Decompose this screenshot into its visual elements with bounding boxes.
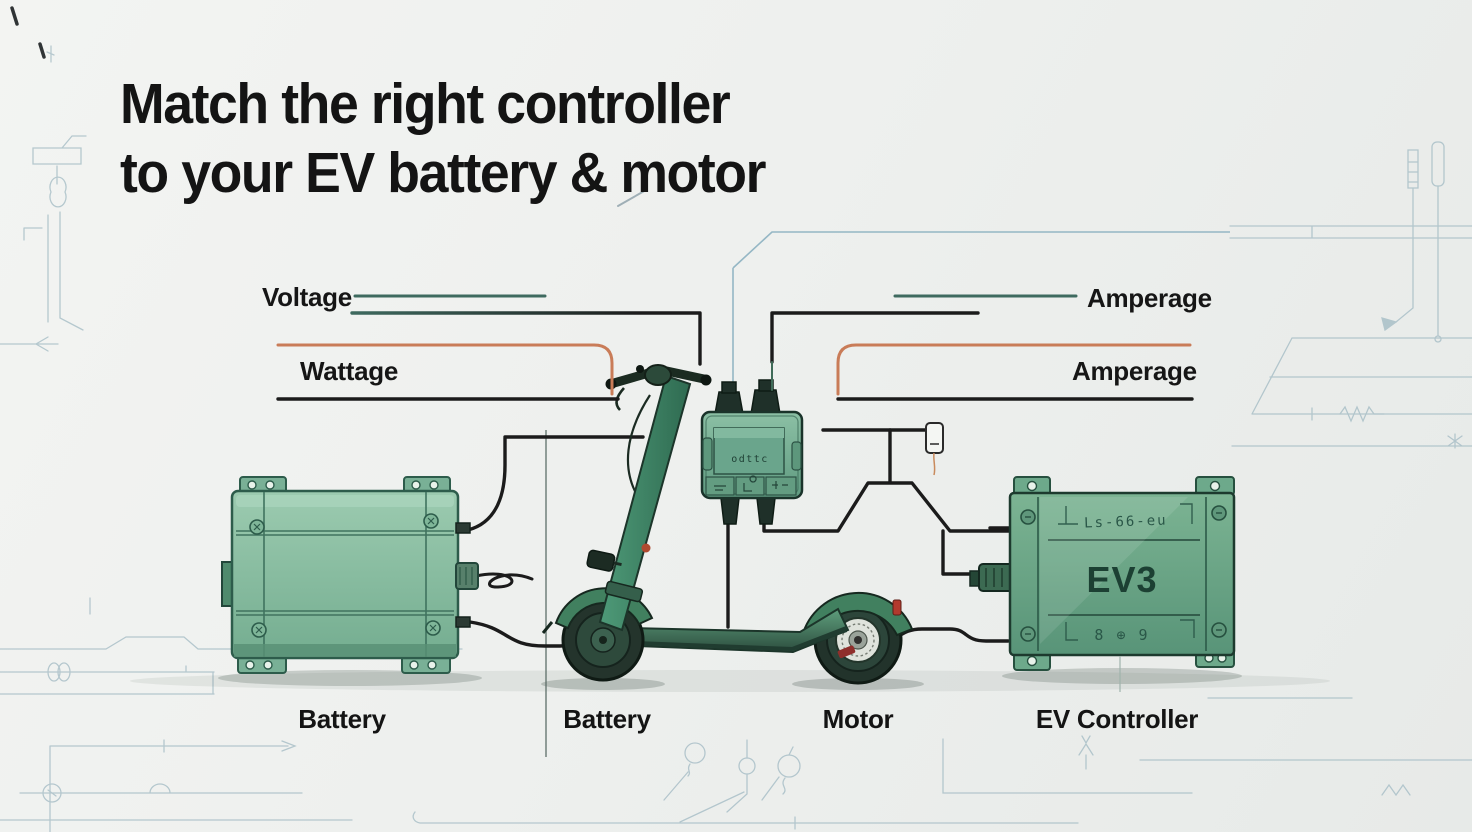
amperage-line-long bbox=[770, 311, 980, 364]
inline-plug bbox=[925, 422, 944, 476]
voltage-label: Voltage bbox=[262, 282, 352, 312]
page-title: Match the right controller to your EV ba… bbox=[120, 70, 766, 208]
battery-left-label: Battery bbox=[298, 704, 386, 734]
battery-scooter-label: Battery bbox=[563, 704, 651, 734]
ground-shadows bbox=[130, 668, 1330, 692]
evc-bottom-marking: 8 ⊕ 9 bbox=[1094, 626, 1149, 644]
wattage-box-orange bbox=[276, 343, 614, 396]
evc-model-text: EV3 bbox=[1086, 559, 1157, 600]
scooter-illustration bbox=[541, 364, 914, 685]
controller-signal-trace bbox=[732, 231, 1230, 390]
wattage-label: Wattage bbox=[300, 356, 399, 386]
amperage-top-label: Amperage bbox=[1087, 283, 1212, 313]
ev-controller-illustration: Ls-66-eu EV3 8 ⊕ 9 bbox=[969, 476, 1236, 692]
wire-branch-down bbox=[941, 529, 982, 576]
battery-loop-wire bbox=[474, 572, 534, 589]
callout-lines bbox=[276, 294, 1194, 401]
battery-illustration bbox=[221, 476, 479, 674]
battery-top-wire bbox=[466, 435, 645, 532]
controller-right-wire bbox=[762, 481, 1012, 533]
voltage-line-long bbox=[350, 311, 702, 366]
ev-controller-label: EV Controller bbox=[1035, 704, 1199, 734]
motor-label: Motor bbox=[822, 704, 894, 734]
amperage-box-orange bbox=[836, 343, 1192, 396]
corner-marks bbox=[10, 6, 46, 59]
amperage-box-label: Amperage bbox=[1072, 356, 1197, 386]
title-line-2: to your EV battery & motor bbox=[120, 140, 766, 205]
evc-top-marking: Ls-66-eu bbox=[1084, 513, 1168, 532]
controller-box-illustration: odttc bbox=[700, 379, 804, 525]
title-line-1: Match the right controller bbox=[120, 72, 731, 136]
controller-box-text: odttc bbox=[731, 454, 769, 465]
